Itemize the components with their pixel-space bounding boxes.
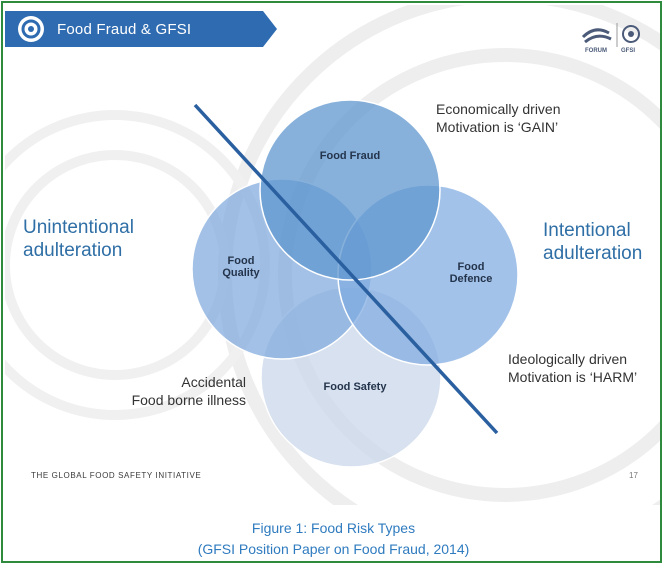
forum-gfsi-logo: FORUM GFSI (577, 19, 647, 55)
food-fraud-circle (259, 99, 441, 281)
forum-logo-icon (581, 23, 640, 47)
forum-logo-text: FORUM (585, 48, 607, 54)
slide: Food Fraud & GFSI FORUM GFSI Food Fraud … (5, 5, 660, 505)
slide-page-number: 17 (629, 471, 638, 480)
food-fraud-label: Food Fraud (319, 150, 381, 162)
gfsi-logo-text: GFSI (621, 48, 636, 54)
food-risk-venn-diagram (191, 99, 519, 468)
figure-caption-source: (GFSI Position Paper on Food Fraud, 2014… (197, 541, 470, 557)
food-safety-label: Food Safety (323, 381, 387, 393)
slide-title: Food Fraud & GFSI (57, 21, 192, 38)
footer-initiative-text: THE GLOBAL FOOD SAFETY INITIATIVE (31, 471, 202, 480)
intentional-divider-line (193, 103, 499, 435)
header-banner (5, 11, 277, 47)
figure-caption-title: Figure 1: Food Risk Types (251, 520, 416, 536)
